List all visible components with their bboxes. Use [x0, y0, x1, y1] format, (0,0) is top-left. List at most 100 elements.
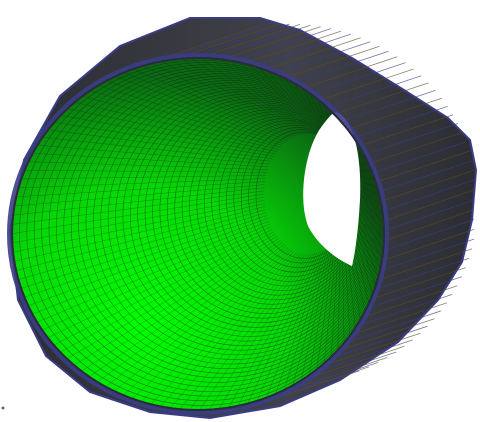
- inner-mesh-radial: [64, 236, 278, 361]
- inner-mesh-radial: [16, 209, 266, 281]
- outer-shell-stripe: [289, 45, 380, 77]
- inner-mesh-radial: [168, 253, 302, 410]
- outer-shell-stripe: [356, 302, 447, 334]
- outer-shell-stripe: [220, 24, 311, 56]
- outer-shell-stripe: [371, 276, 462, 308]
- inner-mesh-radial: [12, 184, 265, 207]
- inner-mesh-radial: [51, 231, 274, 347]
- inner-mesh-radial: [178, 56, 304, 135]
- outer-shell-stripe: [362, 114, 454, 146]
- inner-mesh-radial: [19, 212, 267, 290]
- outer-shell-stripe: [337, 325, 428, 357]
- inner-mesh-radial: [58, 114, 276, 155]
- inner-mesh-radial: [274, 248, 327, 397]
- inner-mesh-radial: [30, 152, 269, 168]
- outer-shell-stripe: [384, 238, 475, 270]
- inner-mesh-radial: [217, 253, 313, 412]
- inner-mesh-radial: [188, 56, 306, 135]
- inner-mesh-radial: [121, 248, 291, 397]
- outer-shell-stripe: [314, 345, 405, 377]
- inner-mesh-radial: [149, 61, 297, 137]
- inner-mesh-radial: [149, 251, 297, 407]
- outer-shell-stripe: [384, 169, 475, 201]
- outer-shell-stripe: [178, 24, 269, 56]
- outer-shell-stripe: [298, 50, 389, 82]
- inner-mesh-ring: [137, 95, 369, 333]
- inner-mesh-radial: [22, 169, 267, 173]
- inner-mesh-ring: [189, 111, 363, 301]
- inner-mesh-radial: [300, 244, 333, 384]
- outer-shell-stripe: [322, 339, 413, 371]
- outer-shell-stripe: [331, 75, 422, 107]
- inner-mesh-radial: [14, 181, 265, 198]
- outer-shell-stripe: [288, 362, 379, 393]
- inner-mesh-radial: [103, 245, 287, 389]
- outer-shell-stripe: [387, 199, 475, 231]
- inner-mesh-radial: [79, 95, 281, 148]
- inner-mesh-ring: [196, 113, 362, 296]
- inner-mesh-radial: [227, 58, 316, 135]
- inner-mesh-radial: [10, 200, 265, 253]
- inner-mesh-radial: [11, 187, 265, 216]
- outer-shell-stripe: [386, 179, 475, 211]
- inner-mesh-ring: [100, 84, 374, 356]
- inner-mesh-radial: [323, 238, 338, 367]
- outer-shell-stripe: [362, 294, 453, 325]
- outer-shell-stripe: [351, 97, 442, 129]
- inner-mesh-radial: [130, 249, 293, 401]
- inner-surface: [12, 58, 384, 410]
- outer-shell-stripe: [385, 228, 475, 260]
- inner-mesh-radial: [197, 253, 309, 413]
- outer-shell-stripe: [230, 26, 321, 58]
- inner-mesh-radial: [246, 61, 320, 137]
- inner-mesh-radial: [35, 144, 270, 165]
- inner-mesh-radial: [139, 250, 295, 404]
- inner-mesh-radial: [79, 240, 281, 373]
- inner-mesh-radial: [316, 240, 336, 373]
- inner-mesh-radial: [207, 56, 311, 135]
- inner-mesh-radial: [236, 252, 318, 409]
- inner-mesh-ring: [166, 104, 365, 314]
- outer-shell-stripe: [357, 105, 448, 137]
- outer-shell-stripe: [250, 30, 342, 62]
- inner-mesh-radial: [274, 71, 327, 140]
- inner-mesh-ring: [78, 77, 376, 369]
- inner-mesh-radial: [265, 67, 324, 139]
- inner-mesh-ring: [41, 66, 381, 392]
- outer-shell-stripe: [372, 132, 463, 163]
- inner-surface-mesh: [9, 55, 387, 413]
- inner-mesh-ring: [48, 68, 380, 388]
- inner-mesh-ring: [122, 91, 371, 342]
- inner-mesh-radial: [35, 223, 270, 324]
- inner-mesh-radial: [95, 84, 285, 144]
- front-rim: [7, 53, 389, 415]
- inner-mesh-radial: [30, 221, 269, 316]
- inner-mesh-ring: [152, 100, 367, 324]
- inner-mesh-ring: [70, 75, 377, 374]
- inner-mesh-radial: [207, 253, 311, 412]
- outer-shell-stripe: [315, 62, 406, 94]
- inner-mesh-radial: [40, 226, 272, 332]
- outer-shell-stripe: [338, 82, 429, 114]
- outer-shell-stripe: [379, 257, 470, 289]
- outer-shell-stripe: [280, 41, 371, 73]
- inner-mesh-radial: [72, 101, 279, 150]
- inner-mesh-radial: [246, 251, 320, 407]
- outer-shell-stripe: [375, 267, 466, 299]
- inner-mesh-radial: [112, 247, 289, 393]
- inner-mesh-radial: [178, 253, 304, 412]
- inner-mesh-ring: [174, 106, 365, 310]
- inner-mesh-ring: [129, 93, 370, 337]
- inner-mesh-ring: [93, 82, 375, 360]
- inner-mesh-radial: [308, 242, 335, 379]
- inner-mesh-ring: [63, 73, 378, 379]
- inner-mesh-radial: [9, 193, 265, 235]
- inner-mesh-ring: [144, 98, 368, 328]
- front-rim-inner: [11, 57, 385, 411]
- inner-mesh-radial: [87, 242, 283, 379]
- inner-mesh-ring: [115, 89, 372, 346]
- inner-mesh-radial: [16, 178, 266, 189]
- inner-mesh-radial: [130, 67, 293, 139]
